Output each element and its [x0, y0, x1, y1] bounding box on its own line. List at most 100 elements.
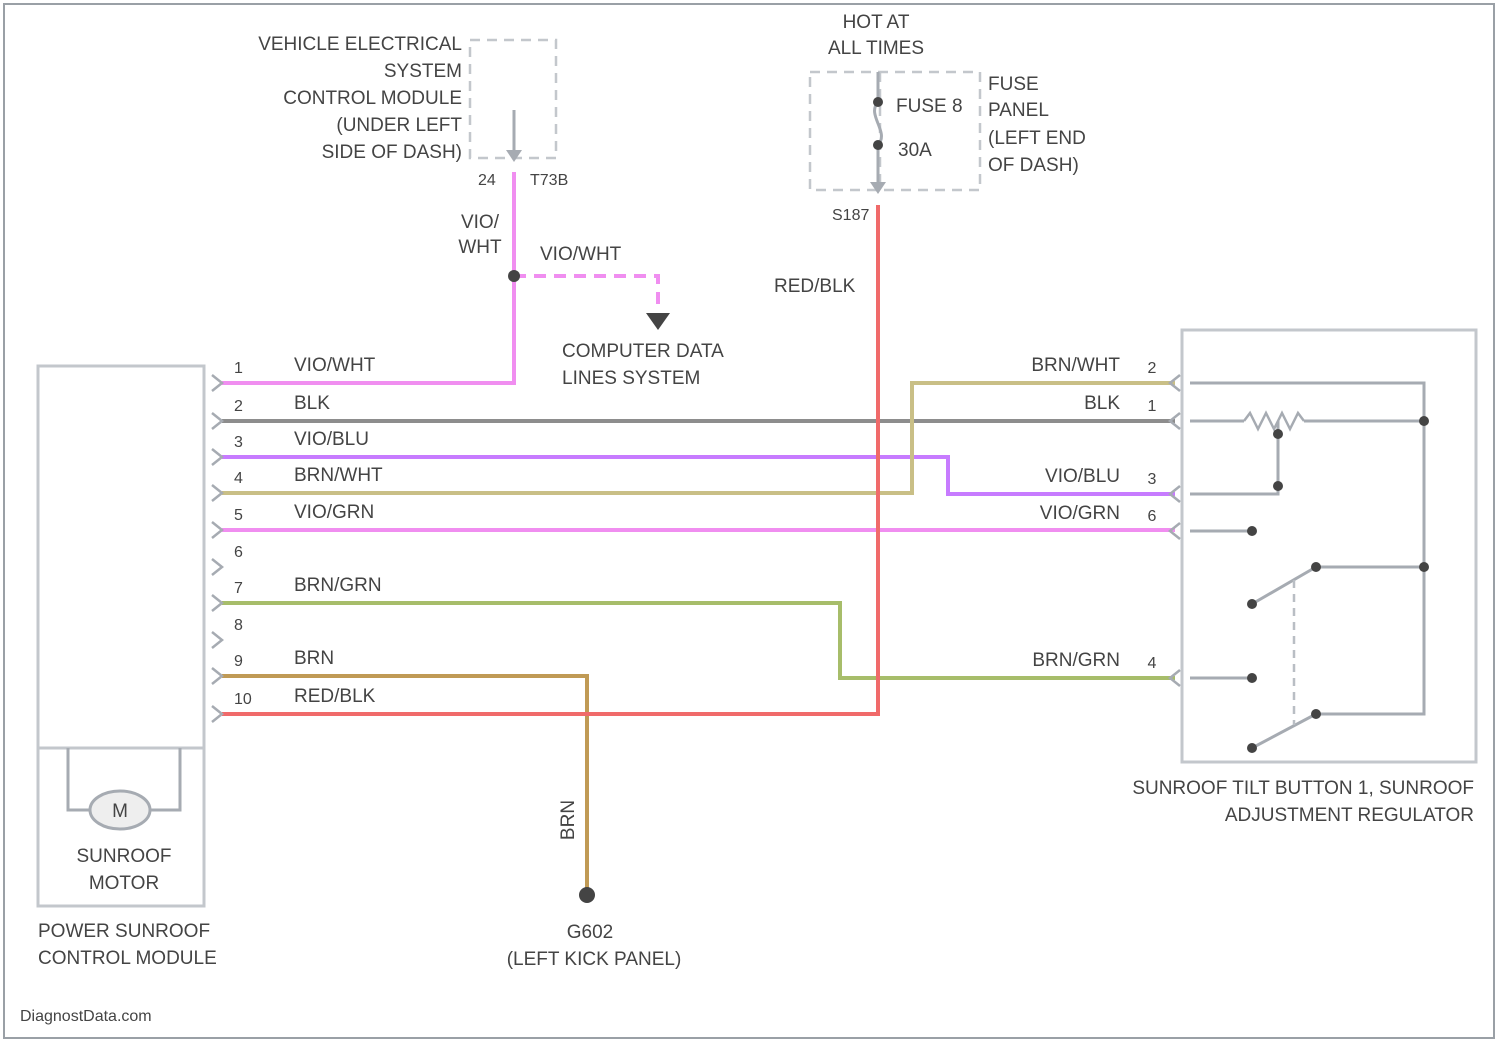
- fuse-loc-3: (LEFT END: [988, 128, 1086, 149]
- switch-node: [1311, 709, 1321, 719]
- left-pin-wire-color: BRN: [294, 648, 334, 669]
- switch-node: [1311, 562, 1321, 572]
- module-label-2: CONTROL MODULE: [38, 948, 217, 969]
- wire-cdl-branch: [514, 276, 658, 312]
- wire-brn: [222, 676, 587, 893]
- left-pin-wire-color: BLK: [294, 393, 330, 414]
- switch-internal-top: [1190, 383, 1424, 714]
- fuse-terminal-bottom: [873, 140, 883, 150]
- switch-node: [1273, 429, 1283, 439]
- right-pin-wire-color: BRN/WHT: [1031, 355, 1120, 376]
- left-pin-number: 8: [234, 617, 243, 634]
- vecm-label-5: SIDE OF DASH): [322, 142, 462, 163]
- left-pin-number: 2: [234, 398, 243, 415]
- right-connector-pins: 2 BRN/WHT 1 BLK 3 VIO/BLU 6 VIO/GRN 4 BRN/GRN: [1031, 355, 1180, 686]
- switch-label-1: SUNROOF TILT BUTTON 1, SUNROOF: [1132, 778, 1474, 799]
- right-pin-number: 1: [1148, 398, 1157, 415]
- vecm-wire-label-2: WHT: [458, 237, 502, 258]
- fuse-name: FUSE 8: [896, 96, 963, 117]
- fuse-loc-4: OF DASH): [988, 155, 1079, 176]
- switch-node: [1247, 599, 1257, 609]
- right-pin-number: 4: [1148, 655, 1157, 672]
- left-pin-wire-color: BRN/WHT: [294, 465, 383, 486]
- module-label-1: POWER SUNROOF: [38, 921, 210, 942]
- switch-box: [1182, 330, 1476, 762]
- left-pin-number: 1: [234, 360, 243, 377]
- fuse-hot-2: ALL TIMES: [828, 38, 924, 59]
- switch-node: [1273, 481, 1283, 491]
- vecm-label-4: (UNDER LEFT: [336, 115, 462, 136]
- right-pin-wire-color: BLK: [1084, 393, 1120, 414]
- left-pin-terminal-icon: [212, 522, 222, 538]
- ground-wire-label: BRN: [558, 800, 579, 840]
- ground-location: (LEFT KICK PANEL): [507, 949, 682, 970]
- left-pin-number: 6: [234, 544, 243, 561]
- vecm-label-2: SYSTEM: [384, 61, 462, 82]
- fuse-connector-id: S187: [832, 207, 869, 224]
- fuse-loc-1: FUSE: [988, 74, 1039, 95]
- left-pin-terminal-icon: [212, 632, 222, 648]
- left-pin-terminal-icon: [212, 375, 222, 391]
- left-pin-terminal-icon: [212, 668, 222, 684]
- left-pin-number: 5: [234, 507, 243, 524]
- right-pin-wire-color: VIO/GRN: [1040, 503, 1120, 524]
- right-pin-number: 3: [1148, 471, 1157, 488]
- left-pin-terminal-icon: [212, 559, 222, 575]
- cdl-label-1: COMPUTER DATA: [562, 341, 724, 362]
- left-pin-number: 3: [234, 434, 243, 451]
- watermark: DiagnostData.com: [20, 1008, 152, 1025]
- switch-blade-upper: [1252, 567, 1424, 604]
- cdl-arrow-icon: [646, 313, 670, 330]
- fuse-panel-box: [810, 72, 980, 190]
- right-pin-wire-color: VIO/BLU: [1045, 466, 1120, 487]
- vecm-connector-icon: [506, 150, 522, 162]
- left-pin-wire-color: VIO/GRN: [294, 502, 374, 523]
- vecm-pin-number: 24: [478, 172, 496, 189]
- switch-node: [1247, 526, 1257, 536]
- wire-vio-wht: [222, 172, 514, 383]
- fuse-terminal-top: [873, 97, 883, 107]
- left-pin-terminal-icon: [212, 413, 222, 429]
- motor-label-1: SUNROOF: [77, 846, 172, 867]
- ground-id: G602: [567, 922, 613, 943]
- left-pin-terminal-icon: [212, 485, 222, 501]
- switch-node: [1247, 673, 1257, 683]
- left-pin-terminal-icon: [212, 449, 222, 465]
- switch-node: [1419, 562, 1429, 572]
- left-pin-number: 10: [234, 691, 252, 708]
- switch-node: [1419, 416, 1429, 426]
- switch-node: [1247, 743, 1257, 753]
- left-pin-number: 7: [234, 580, 243, 597]
- right-pin-wire-color: BRN/GRN: [1032, 650, 1120, 671]
- fuse-wire-label: RED/BLK: [774, 276, 856, 297]
- left-pin-terminal-icon: [212, 706, 222, 722]
- fuse-rating: 30A: [898, 140, 932, 161]
- left-pin-wire-color: VIO/BLU: [294, 429, 369, 450]
- left-pin-wire-color: VIO/WHT: [294, 355, 376, 376]
- vecm-label-3: CONTROL MODULE: [283, 88, 462, 109]
- fuse-hot-1: HOT AT: [843, 12, 910, 33]
- motor-symbol: M: [112, 801, 128, 822]
- left-pin-terminal-icon: [212, 595, 222, 611]
- switch-blade-lower: [1252, 714, 1316, 748]
- cdl-wire-label: VIO/WHT: [540, 244, 622, 265]
- left-pin-number: 9: [234, 653, 243, 670]
- vecm-wire-label-1: VIO/: [461, 212, 500, 233]
- motor-label-2: MOTOR: [89, 873, 159, 894]
- ground-dot: [579, 887, 595, 903]
- vecm-label-1: VEHICLE ELECTRICAL: [258, 34, 462, 55]
- right-pin-number: 2: [1148, 360, 1157, 377]
- switch-internal-vioblu: [1190, 421, 1278, 494]
- left-pin-wire-color: RED/BLK: [294, 686, 376, 707]
- vecm-connector-id: T73B: [530, 172, 568, 189]
- switch-label-2: ADJUSTMENT REGULATOR: [1225, 805, 1474, 826]
- cdl-label-2: LINES SYSTEM: [562, 368, 700, 389]
- right-pin-number: 6: [1148, 508, 1157, 525]
- resistor-icon: [1244, 413, 1304, 429]
- splice-dot: [508, 270, 520, 282]
- left-pin-wire-color: BRN/GRN: [294, 575, 382, 596]
- fuse-loc-2: PANEL: [988, 100, 1049, 121]
- fuse-connector-icon: [870, 182, 886, 194]
